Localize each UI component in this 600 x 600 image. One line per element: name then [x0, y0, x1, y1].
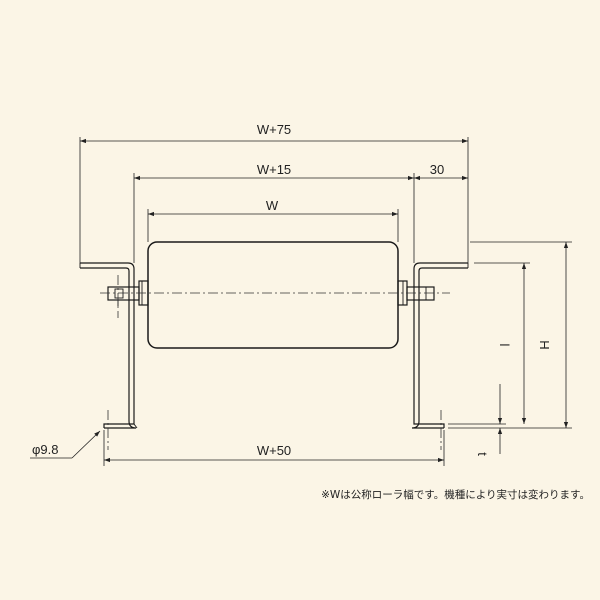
footnote: ※Wは公称ローラ幅です。機種により実寸は変わります。: [321, 488, 590, 501]
dim-thickness: t: [475, 452, 490, 456]
shaft: [107, 280, 435, 306]
right-frame: [79, 262, 469, 429]
dim-overall-width: W+75: [257, 122, 291, 137]
extension-lines: [79, 137, 572, 466]
dim-roller-width: W: [266, 198, 279, 213]
dim-height-overall: H: [537, 340, 552, 349]
dimension-lines: [30, 138, 569, 463]
dim-base-width: W+50: [257, 443, 291, 458]
center-lines: [100, 275, 450, 450]
dim-flange: 30: [430, 162, 444, 177]
dim-height-roller: l: [497, 344, 512, 347]
left-frame: [80, 262, 138, 429]
dim-hole-diameter: φ9.8: [32, 442, 59, 457]
dim-frame-width: W+15: [257, 162, 291, 177]
roller: [147, 241, 399, 349]
